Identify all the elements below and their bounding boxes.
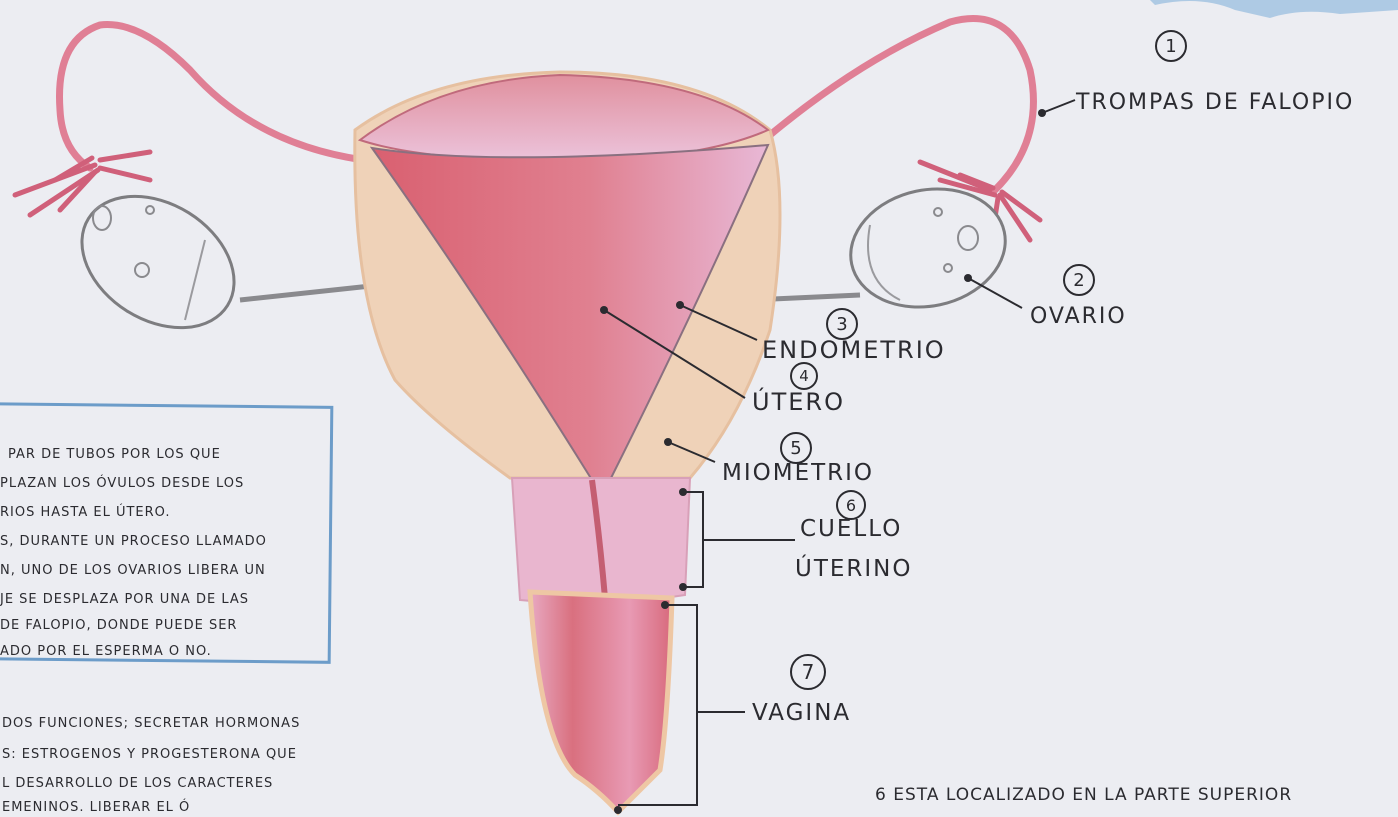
label-cuello: CUELLO bbox=[800, 516, 902, 542]
note-line-4: EMENINOS. LIBERAR EL Ó bbox=[2, 800, 190, 815]
info-line-4: S, DURANTE UN PROCESO LLAMADO bbox=[0, 534, 267, 549]
vagina-shape bbox=[530, 592, 672, 812]
note-line-3: L DESARROLLO DE LOS CARACTERES bbox=[2, 776, 273, 791]
label-ovario: OVARIO bbox=[1030, 304, 1127, 329]
note-line-1: DOS FUNCIONES; SECRETAR HORMONAS bbox=[2, 716, 300, 731]
note-line-5: 6 ESTA LOCALIZADO EN LA PARTE SUPERIOR bbox=[875, 785, 1292, 805]
label-vagina: VAGINA bbox=[752, 700, 851, 726]
left-fallopian-tube bbox=[60, 25, 381, 168]
info-line-3: RIOS HASTA EL ÚTERO. bbox=[0, 505, 171, 520]
info-line-1: PAR DE TUBOS POR LOS QUE bbox=[8, 447, 221, 462]
info-line-2: PLAZAN LOS ÓVULOS DESDE LOS bbox=[0, 476, 244, 491]
right-ovary bbox=[750, 175, 1016, 321]
label-number-2: 2 bbox=[1063, 264, 1095, 296]
info-line-7: DE FALOPIO, DONDE PUEDE SER bbox=[0, 618, 237, 633]
blue-scribble bbox=[1150, 0, 1398, 18]
label-endometrio: ENDOMETRIO bbox=[762, 336, 946, 364]
label-number-7: 7 bbox=[790, 654, 826, 690]
right-fallopian-tube bbox=[770, 18, 1033, 190]
label-uterino: ÚTERINO bbox=[795, 556, 913, 582]
label-trompas-de-falopio: TROMPAS DE FALOPIO bbox=[1076, 90, 1354, 115]
label-number-4: 4 bbox=[790, 362, 818, 390]
info-line-6: JE SE DESPLAZA POR UNA DE LAS bbox=[0, 592, 249, 607]
left-ovary bbox=[58, 169, 380, 354]
label-miometrio: MIOMETRIO bbox=[722, 460, 874, 486]
label-utero: ÚTERO bbox=[752, 388, 845, 416]
info-line-8: ADO POR EL ESPERMA O NO. bbox=[0, 644, 212, 659]
info-line-5: N, UNO DE LOS OVARIOS LIBERA UN bbox=[0, 563, 266, 578]
note-line-2: S: ESTROGENOS Y PROGESTERONA QUE bbox=[2, 747, 297, 762]
label-number-1: 1 bbox=[1155, 30, 1187, 62]
